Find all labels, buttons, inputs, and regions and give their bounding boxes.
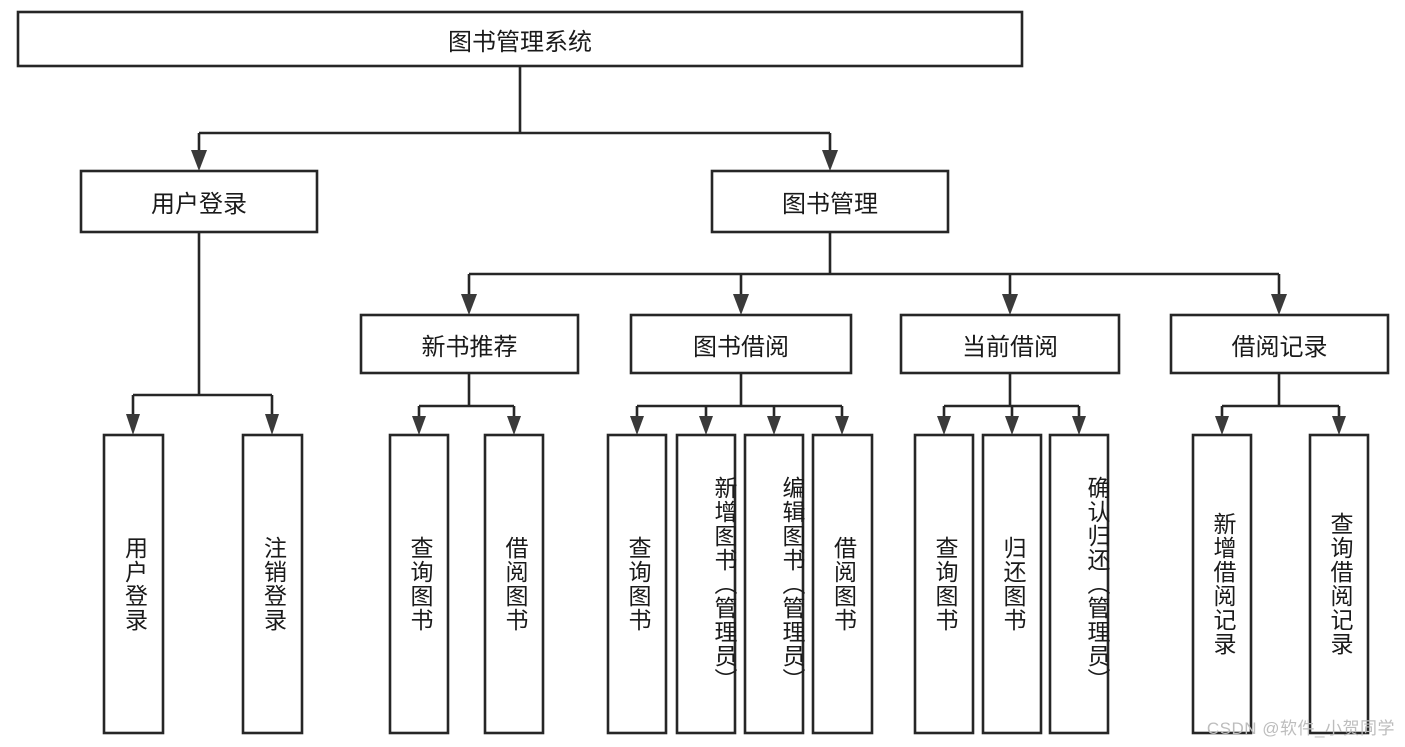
node-box-leaf-edit-book[interactable] [743, 433, 805, 735]
arrowhead-leaf-query-book-1 [412, 416, 426, 435]
arrowhead-leaf-add-book [699, 416, 713, 435]
edge-group-new-book-recommend [412, 373, 521, 435]
edge-group-borrow-record [1215, 373, 1346, 435]
edge-group-book-manage [461, 232, 1287, 315]
arrowhead-book-manage [822, 150, 838, 171]
arrowhead-current-borrow [1002, 294, 1018, 315]
node-box-user-login[interactable] [79, 169, 319, 234]
node-box-current-borrow[interactable] [899, 313, 1121, 375]
edge-group-current-borrow [937, 373, 1086, 435]
node-box-root[interactable] [16, 10, 1024, 68]
node-box-leaf-user-login[interactable] [102, 433, 165, 735]
node-box-book-borrow[interactable] [629, 313, 853, 375]
arrowhead-leaf-borrow-book-1 [507, 416, 521, 435]
node-box-leaf-borrow-book-1[interactable] [483, 433, 545, 735]
node-box-leaf-add-book[interactable] [675, 433, 737, 735]
node-box-leaf-add-record[interactable] [1191, 433, 1253, 735]
node-box-book-manage[interactable] [710, 169, 950, 234]
node-box-leaf-query-record[interactable] [1308, 433, 1370, 735]
edge-group-book-borrow [630, 373, 849, 435]
node-box-leaf-query-book-2[interactable] [606, 433, 668, 735]
arrowhead-leaf-query-record [1332, 416, 1346, 435]
arrowhead-borrow-record [1271, 294, 1287, 315]
arrowhead-leaf-add-record [1215, 416, 1229, 435]
watermark-text: CSDN @软件_小贺同学 [1206, 719, 1395, 738]
node-box-leaf-borrow-book-2[interactable] [811, 433, 874, 735]
arrowhead-book-borrow [733, 294, 749, 315]
node-box-leaf-query-book-1[interactable] [388, 433, 450, 735]
arrowhead-user-login [191, 150, 207, 171]
arrowhead-leaf-user-login [126, 414, 140, 435]
node-box-new-book-recommend[interactable] [359, 313, 580, 375]
arrowhead-leaf-logout [265, 414, 279, 435]
arrowhead-leaf-return-book [1005, 416, 1019, 435]
node-box-leaf-query-book-3[interactable] [913, 433, 975, 735]
arrowhead-leaf-borrow-book-2 [835, 416, 849, 435]
arrowhead-new-book-recommend [461, 294, 477, 315]
node-box-borrow-record[interactable] [1169, 313, 1390, 375]
node-box-leaf-confirm-return[interactable] [1048, 433, 1110, 735]
arrowhead-leaf-query-book-2 [630, 416, 644, 435]
edge-group-root [191, 66, 838, 171]
edge-group-user-login [126, 232, 279, 435]
arrowhead-leaf-confirm-return [1072, 416, 1086, 435]
node-box-leaf-logout[interactable] [241, 433, 304, 735]
arrowhead-leaf-query-book-3 [937, 416, 951, 435]
arrowhead-leaf-edit-book [767, 416, 781, 435]
node-box-leaf-return-book[interactable] [981, 433, 1043, 735]
